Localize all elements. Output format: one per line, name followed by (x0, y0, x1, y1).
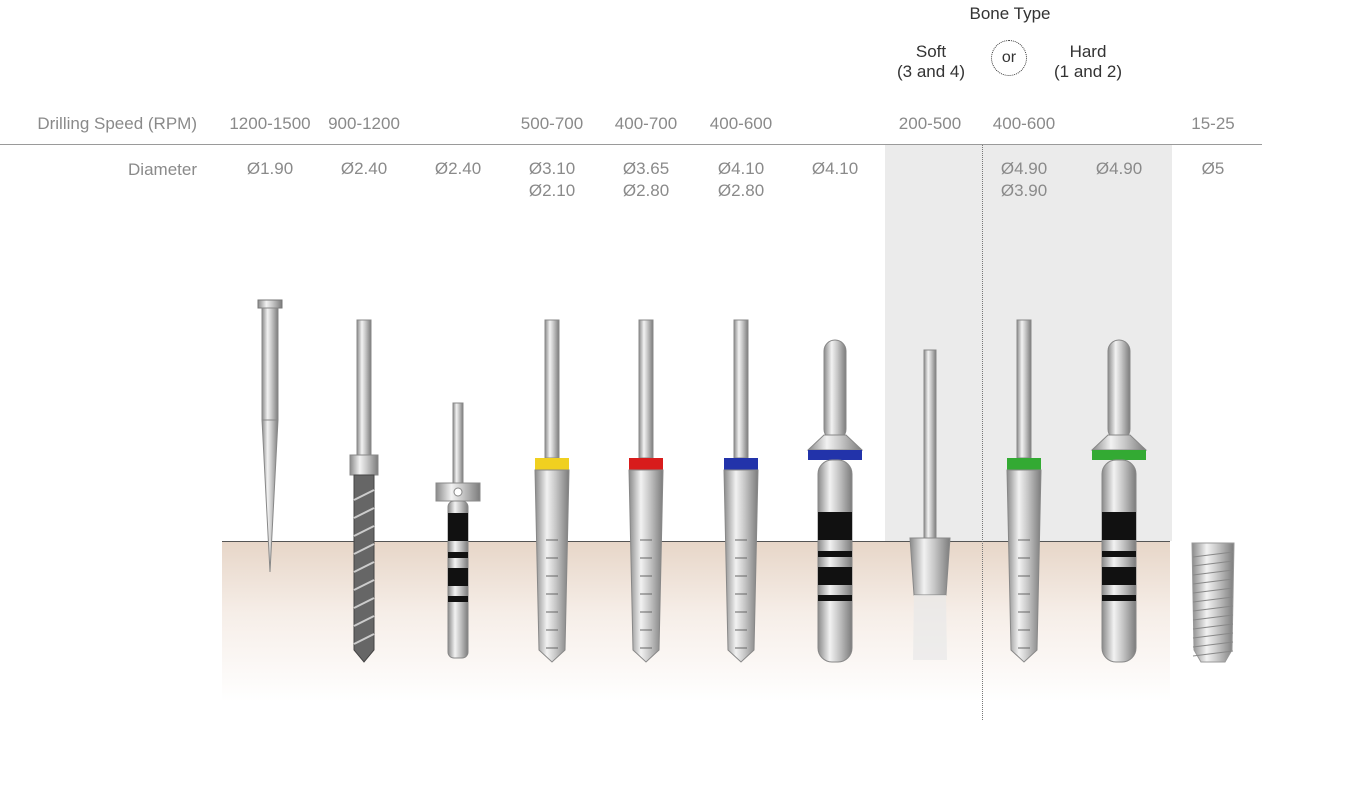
bone-type-title: Bone Type (969, 4, 1051, 23)
diameter-value: Ø2.40 (340, 159, 388, 178)
drill-tap (1090, 339, 1148, 663)
diameter-value: Ø2.10 (528, 181, 576, 200)
diameter-values: Ø2.40 (341, 158, 387, 180)
diameter-value: Ø4.90 (1000, 159, 1048, 178)
diameter-value: Ø1.90 (246, 159, 294, 178)
drill-countersink (909, 349, 951, 660)
diameter-value: Ø3.65 (622, 159, 670, 178)
diameter-value: Ø4.90 (1095, 159, 1143, 178)
soft-label: Soft (915, 42, 947, 61)
speed-value: 200-500 (898, 114, 962, 133)
drill-drill (723, 319, 759, 663)
speed-row-label: Drilling Speed (RPM) (37, 114, 197, 133)
diameter-value: Ø2.80 (717, 181, 765, 200)
hard-sub: (1 and 2) (1053, 62, 1123, 81)
header-divider (0, 144, 1262, 145)
diameter-values: Ø2.40 (435, 158, 481, 180)
soft-sub: (3 and 4) (896, 62, 966, 81)
diameter-values: Ø4.90 (1096, 158, 1142, 180)
or-badge: or (991, 40, 1027, 76)
bone-type-hard: Hard(1 and 2) (1054, 42, 1122, 82)
drill-implant (1191, 542, 1235, 663)
drill-pin (435, 402, 481, 659)
diameter-value: Ø4.10 (811, 159, 859, 178)
hard-label: Hard (1069, 42, 1107, 61)
diameter-value: Ø3.10 (528, 159, 576, 178)
speed-value: 400-600 (709, 114, 773, 133)
diameter-value: Ø2.80 (622, 181, 670, 200)
bone-type-soft: Soft(3 and 4) (897, 42, 965, 82)
diameter-values: Ø1.90 (247, 158, 293, 180)
speed-value: 1200-1500 (229, 114, 311, 133)
diameter-value: Ø3.90 (1000, 181, 1048, 200)
drill-drill (1006, 319, 1042, 663)
speed-value: 900-1200 (328, 114, 400, 133)
diameter-row-label: Diameter (128, 160, 197, 179)
diameter-value: Ø5 (1201, 159, 1225, 178)
diameter-values: Ø5 (1202, 158, 1225, 180)
bone-type-divider (982, 145, 983, 720)
drill-drill (628, 319, 664, 663)
diameter-values: Ø4.10 (812, 158, 858, 180)
diameter-value: Ø2.40 (434, 159, 482, 178)
drill-twist (349, 319, 379, 663)
diameter-value: Ø4.10 (717, 159, 765, 178)
speed-value: 500-700 (520, 114, 584, 133)
speed-value: 15-25 (1191, 114, 1235, 133)
drill-tap (806, 339, 864, 663)
drill-drill (534, 319, 570, 663)
speed-value: 400-600 (992, 114, 1056, 133)
speed-value: 400-700 (614, 114, 678, 133)
drill-pilot (257, 299, 283, 573)
